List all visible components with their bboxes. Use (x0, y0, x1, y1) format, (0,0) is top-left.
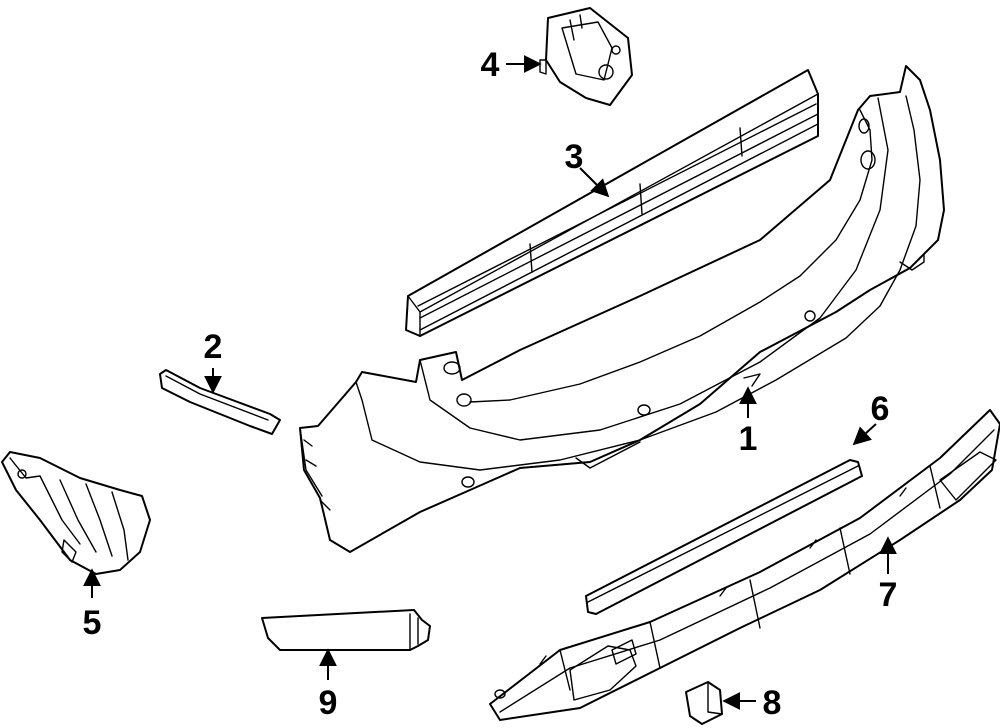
callout-5: 5 (83, 604, 102, 642)
callout-3: 3 (565, 138, 584, 176)
callout-leaders (83, 55, 897, 710)
mounting-bracket (539, 7, 633, 106)
impact-bar (405, 69, 819, 337)
side-bracket (1, 451, 151, 575)
callout-6: 6 (871, 390, 890, 428)
tow-hook-cover (685, 681, 723, 725)
callout-8: 8 (763, 684, 782, 722)
upper-trim-strip (159, 369, 281, 435)
reflector (261, 609, 431, 651)
callout-numbers: 1 2 3 4 5 6 7 8 9 (83, 46, 898, 722)
callout-4: 4 (481, 46, 500, 84)
leader-6 (852, 423, 877, 446)
callout-9: 9 (319, 684, 338, 722)
lower-valance (489, 409, 1000, 721)
callout-2: 2 (204, 328, 223, 366)
leader-3 (579, 167, 610, 198)
callout-7: 7 (879, 576, 898, 614)
callout-1: 1 (739, 420, 758, 458)
molding-strip (585, 459, 863, 615)
